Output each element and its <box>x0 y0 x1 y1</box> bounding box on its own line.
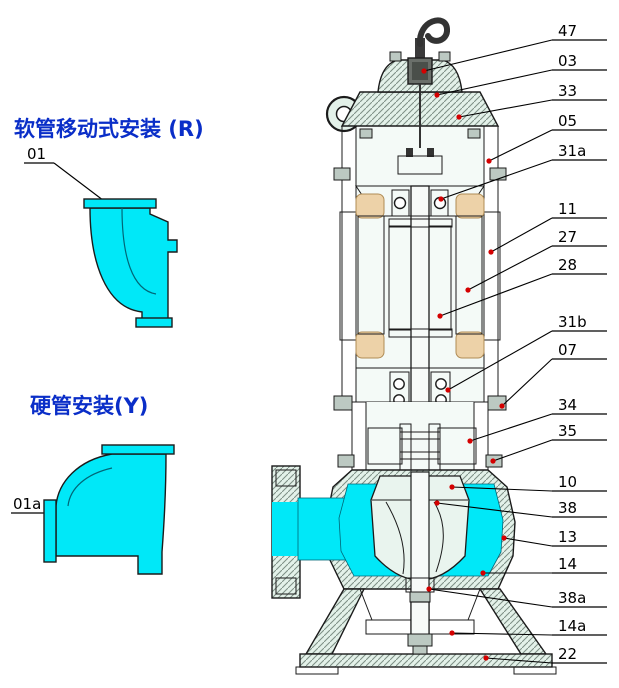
callout-34: 34 <box>467 396 607 444</box>
winding-top-left <box>355 193 385 219</box>
callout-11: 11 <box>488 200 607 255</box>
housing-wall-right <box>483 125 499 403</box>
rotor-right <box>428 225 452 331</box>
shaft-end-bolt <box>412 645 428 655</box>
flange-bolt-right <box>489 167 507 181</box>
cooling-jacket-right <box>481 211 501 341</box>
callout-47: 47 <box>421 22 607 74</box>
flange-bore <box>272 502 300 556</box>
callout-27: 27 <box>465 228 607 293</box>
callout-27-label: 27 <box>558 228 577 246</box>
callout-38-label: 38 <box>558 499 577 517</box>
callout-34-label: 34 <box>558 396 577 414</box>
elbow-y-body <box>55 453 167 575</box>
callout-33-label: 33 <box>558 82 577 100</box>
callout-33: 33 <box>456 82 607 120</box>
shaft-end-nut <box>407 633 433 647</box>
callout-31b-label: 31b <box>558 313 587 331</box>
callout-07-label: 07 <box>558 341 577 359</box>
callout-05: 05 <box>486 112 607 164</box>
callout-10: 10 <box>449 473 607 492</box>
rotor-left <box>388 225 412 331</box>
winding-top-right <box>455 193 485 219</box>
elbow-rigid-y <box>43 444 175 575</box>
rotor-end-ring-bottom <box>388 328 453 338</box>
elbow-r-bottom-flange <box>135 317 173 328</box>
stator-right <box>455 215 483 335</box>
elbow-y-top-flange <box>101 444 175 455</box>
seal-ring-upper <box>399 431 441 440</box>
terminal-block <box>397 155 443 175</box>
callout-13-label: 13 <box>558 528 577 546</box>
joint-bolt-right <box>467 128 481 139</box>
flange-bolt-hole-bottom <box>275 577 297 595</box>
callout-31b: 31b <box>445 313 607 393</box>
callout-14a-label: 14a <box>558 617 586 635</box>
flange-bolt-hole-top <box>275 469 297 487</box>
callout-10-label: 10 <box>558 473 577 491</box>
base-leg-left <box>304 588 366 655</box>
hose-install-label: 软管移动式安装 (R) <box>14 117 204 141</box>
oil-plug-left <box>337 454 355 468</box>
callout-35-label: 35 <box>558 422 577 440</box>
pump-section <box>271 17 557 675</box>
callout-38a-label: 38a <box>558 589 586 607</box>
callout-38: 38 <box>434 499 607 518</box>
housing-wall-left <box>341 125 357 403</box>
winding-bottom-left <box>355 331 385 359</box>
seal-chamber-cavity <box>366 402 474 470</box>
left-panel: 软管移动式安装 (R) 01 硬管安装(Y) 01a <box>11 117 204 575</box>
callout-38a: 38a <box>426 586 607 608</box>
part-01-label: 01 <box>27 145 46 163</box>
base-foot-right <box>513 666 557 675</box>
cable-gland-core <box>412 62 428 80</box>
callout-03: 03 <box>434 52 607 98</box>
callout-35: 35 <box>490 422 607 464</box>
lifting-hook <box>416 17 450 47</box>
elbow-y-left-flange <box>43 499 57 563</box>
callout-28-label: 28 <box>558 256 577 274</box>
callout-31a-label: 31a <box>558 142 586 160</box>
terminal-pin <box>406 148 413 157</box>
terminal-pin <box>427 148 434 157</box>
shaft-end <box>410 601 430 637</box>
oil-seal-right <box>437 427 477 465</box>
joint-bolt-left <box>359 128 373 139</box>
elbow-r-top-flange <box>83 198 157 209</box>
stator-left <box>357 215 385 335</box>
rotor-end-ring-top <box>388 218 453 228</box>
callout-22: 22 <box>483 645 607 664</box>
callout-05-label: 05 <box>558 112 577 130</box>
callout-07: 07 <box>499 341 607 409</box>
callout-47-label: 47 <box>558 22 577 40</box>
cooling-jacket-left <box>339 211 359 341</box>
callout-22-label: 22 <box>558 645 577 663</box>
callout-14-label: 14 <box>558 555 577 573</box>
elbow-r-body <box>89 207 178 325</box>
callout-13: 13 <box>501 528 607 547</box>
cable <box>415 38 425 62</box>
impeller-nut <box>409 591 431 603</box>
rigid-install-label: 硬管安装(Y) <box>30 394 148 418</box>
base-foot-left <box>295 666 339 675</box>
winding-bottom-right <box>455 331 485 359</box>
callout-03-label: 03 <box>558 52 577 70</box>
callout-14a: 14a <box>449 617 607 636</box>
callout-31a: 31a <box>438 142 607 202</box>
flange-bolt-left <box>333 167 351 181</box>
part-01a-label: 01a <box>13 495 41 513</box>
shaft-lower <box>410 471 430 603</box>
callouts: 47 03 33 05 31a 11 2 <box>421 22 607 664</box>
cap-bolt-right <box>438 51 451 62</box>
elbow-hose-r <box>83 198 178 328</box>
chamber-bolt-left <box>333 395 353 411</box>
callout-28: 28 <box>437 256 607 319</box>
base-leg-right <box>478 588 548 655</box>
callout-11-label: 11 <box>558 200 577 218</box>
cap-bolt-left <box>389 51 402 62</box>
oil-seal-left <box>367 427 403 465</box>
seal-ring-lower <box>399 451 441 460</box>
callout-14: 14 <box>480 555 607 576</box>
